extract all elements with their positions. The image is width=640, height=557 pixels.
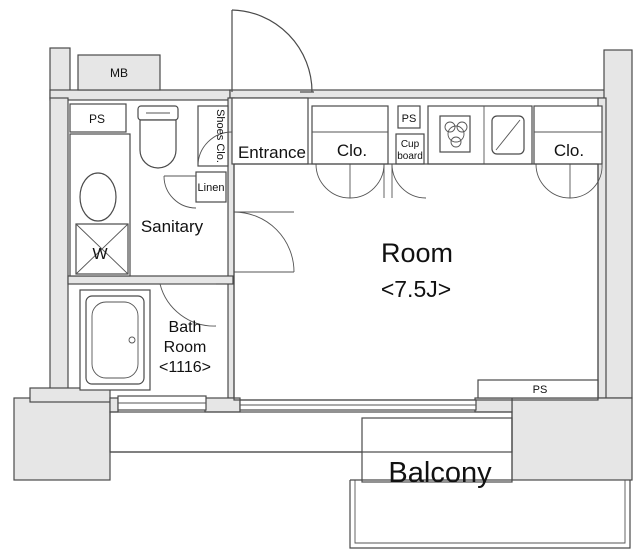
washer-label: W [92,246,108,263]
room-size-label: <7.5J> [381,276,451,302]
washing-machine-icon [75,223,129,275]
bath-size-label: <1116> [159,359,211,376]
entrance-door [231,9,314,93]
walls [13,47,633,481]
balcony-area [109,411,631,549]
toilet-icon [137,105,179,169]
ps-top-left-label: PS [89,112,105,126]
closet-doors [315,163,603,199]
bath-label-line2: Room [164,339,207,356]
bath-label-line1: Bath [169,319,202,336]
stove-burner-icon [439,115,471,153]
washbasin-icon [79,172,117,222]
ps-top-right-label: PS [402,113,417,125]
room-label: Room [381,238,453,268]
closet-right-label: Clo. [554,141,584,160]
windows [117,395,477,411]
bathtub-icon [85,295,145,385]
entrance-label: Entrance [238,143,306,162]
mb-label: MB [110,66,128,80]
linen-label: Linen [198,182,225,194]
closet-left-label: Clo. [337,141,367,160]
cupboard-label-line1: Cup [401,139,420,150]
sanitary-label: Sanitary [141,217,204,236]
kitchen-sink-icon [491,115,525,155]
shoes-clo-label: Shoes Clo. [214,109,226,163]
ps-right-label: PS [533,384,548,396]
room-area [233,163,599,401]
balcony-label: Balcony [388,457,492,489]
cupboard-label-line2: board [397,151,423,162]
